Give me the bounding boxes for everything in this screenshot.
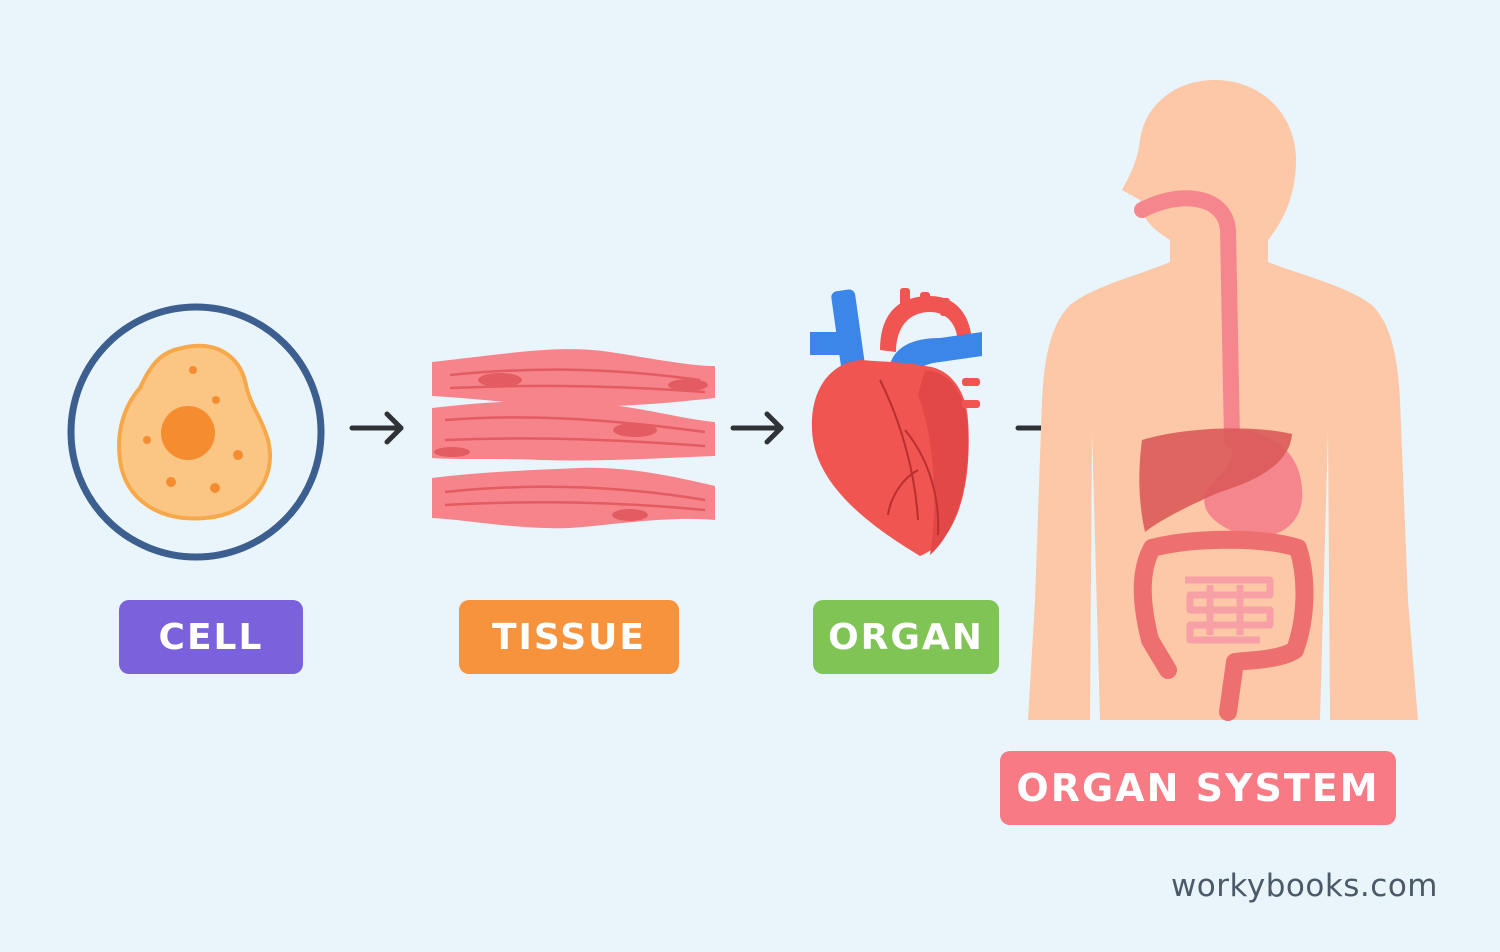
cell-label: CELL — [119, 600, 303, 674]
arrow-right-icon — [730, 411, 784, 445]
tissue-label: TISSUE — [459, 600, 679, 674]
organ-label: ORGAN — [813, 600, 999, 674]
cell-icon — [67, 303, 325, 561]
organ-system-label: ORGAN SYSTEM — [1000, 751, 1396, 825]
muscle-tissue-icon — [432, 349, 715, 529]
watermark: workybooks.com — [1170, 868, 1438, 904]
digestive-system-icon — [1028, 80, 1418, 721]
arrow-right-icon — [349, 411, 404, 445]
heart-icon — [810, 288, 982, 556]
